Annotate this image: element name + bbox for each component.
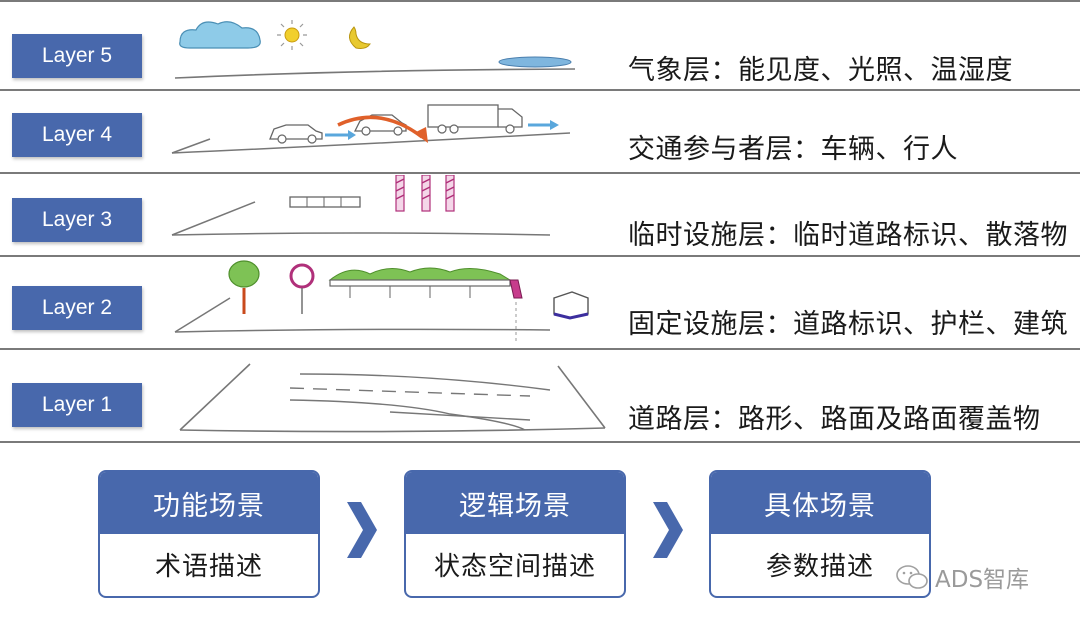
layer-4-description: 交通参与者层：车辆、行人 [628,134,958,165]
layer-3-badge: Layer 3 [12,198,142,242]
layer-4-badge: Layer 4 [12,113,142,157]
concrete-scenario-box: 具体场景 参数描述 [709,470,931,598]
truck-icon [427,104,523,134]
watermark-text: ADS智库 [935,567,1030,593]
car-icon [269,124,323,144]
chevron-right-icon [653,502,683,558]
layer-2-description: 固定设施层：道路标识、护栏、建筑 [628,309,1068,340]
water-puddle-icon [498,56,572,68]
logical-scenario-description: 状态空间描述 [433,551,596,582]
functional-scenario-title: 功能场景 [100,472,318,534]
building-icon [553,291,589,320]
layer-separator [0,255,1080,257]
road-barrier-icon [289,196,361,208]
sun-icon [277,20,307,50]
layer-1-badge: Layer 1 [12,383,142,427]
layer-separator [0,348,1080,350]
watermark: ADS智库 [895,560,1029,594]
functional-scenario-box: 功能场景 术语描述 [98,470,320,598]
layer-5-description: 气象层：能见度、光照、温湿度 [628,55,1013,86]
speed-limit-sign-icon [289,263,315,314]
functional-scenario-description: 术语描述 [154,551,263,582]
guardrail-icon [328,267,512,298]
bollard-icon [509,279,523,299]
traffic-pole-icon [395,175,405,212]
car-icon [353,114,407,136]
layer-separator [0,441,1080,443]
chevron-right-icon [347,502,377,558]
layer-separator [0,0,1080,2]
traffic-pole-icon [421,175,431,212]
traffic-pole-icon [445,175,455,212]
layer-separator [0,172,1080,174]
fixed-facilities-sketch [174,260,589,344]
logical-scenario-title: 逻辑场景 [406,472,624,534]
cloud-icon [179,21,261,49]
moon-icon [349,26,371,49]
layer-5-badge: Layer 5 [12,34,142,78]
layer-separator [0,89,1080,91]
wechat-icon [896,565,928,589]
logical-scenario-box: 逻辑场景 状态空间描述 [404,470,626,598]
tree-icon [228,260,260,314]
traffic-sketch [171,104,571,154]
layer-3-description: 临时设施层：临时道路标识、散落物 [628,220,1068,251]
temporary-facilities-sketch [171,175,551,236]
layer-1-description: 道路层：路形、路面及路面覆盖物 [628,404,1041,435]
layer-2-badge: Layer 2 [12,286,142,330]
road-sketch [179,363,606,433]
weather-sketch [174,20,576,79]
concrete-scenario-description: 参数描述 [765,551,874,582]
concrete-scenario-title: 具体场景 [711,472,929,534]
